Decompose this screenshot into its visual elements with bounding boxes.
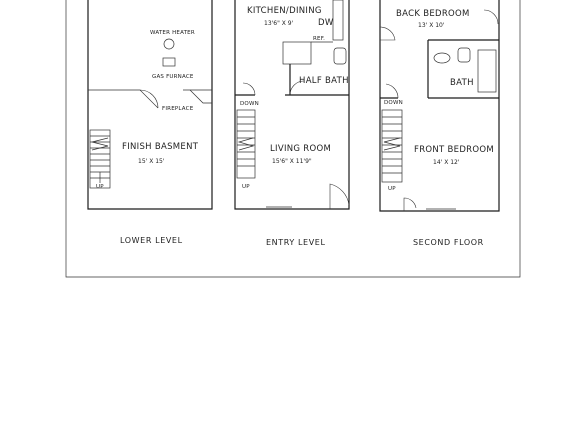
second-stair-down-label: DOWN (384, 100, 403, 106)
entry-level-walls (234, 0, 350, 210)
stair-closet-door (403, 197, 417, 211)
front-door-swing (329, 183, 350, 209)
second-floor-plan: BACK BEDROOM 13' X 10' BATH DOWN FRONT B… (379, 0, 500, 247)
dishwasher-label: DW (318, 18, 334, 28)
entry-level-title: ENTRY LEVEL (266, 238, 326, 247)
second-floor-stairs (381, 109, 403, 183)
gas-furnace-symbol (162, 57, 176, 67)
lower-level-title: LOWER LEVEL (120, 236, 183, 245)
second-stair-up-label: UP (388, 186, 396, 192)
front-bedroom-door-arc (385, 83, 399, 99)
finish-basement-label: FINISH BASMENT (122, 142, 199, 152)
second-floor-walls (379, 0, 500, 212)
back-bedroom-label: BACK BEDROOM (396, 9, 470, 19)
front-bedroom-dimensions: 14' X 12' (433, 159, 460, 166)
bath-toilet-symbol (457, 47, 471, 63)
gas-furnace-label: GAS FURNACE (152, 74, 194, 80)
front-bedroom-label: FRONT BEDROOM (414, 145, 494, 155)
sink-symbol (433, 52, 451, 64)
half-bath-door (289, 80, 305, 96)
refrigerator-label: REF. (313, 36, 325, 42)
kitchen-counter (332, 0, 344, 41)
lower-stairs (89, 129, 111, 189)
bath-label: BATH (450, 78, 474, 88)
toilet-symbol (333, 47, 347, 65)
kitchen-island (282, 41, 312, 65)
water-heater-label: WATER HEATER (150, 30, 195, 36)
living-room-label: LIVING ROOM (270, 144, 331, 154)
kitchen-dining-label: KITCHEN/DINING (247, 6, 322, 16)
lower-level-walls (87, 0, 213, 210)
entry-stair-down-label: DOWN (240, 101, 259, 107)
entry-level-plan: KITCHEN/DINING 13'6" X 9' DW REF. HALF B… (234, 0, 350, 247)
fireplace-symbol (189, 89, 212, 104)
half-bath-label: HALF BATH (299, 76, 349, 86)
closet-door-arc (379, 26, 396, 41)
second-floor-title: SECOND FLOOR (413, 238, 484, 247)
lower-level-plan: WATER HEATER GAS FURNACE FIREPLACE FINIS… (87, 0, 213, 245)
page-frame (65, 0, 521, 278)
water-heater-symbol (163, 38, 175, 50)
living-room-dimensions: 15'6" X 11'9" (272, 158, 312, 165)
fireplace-label: FIREPLACE (162, 106, 194, 112)
kitchen-dining-dimensions: 13'6" X 9' (264, 20, 294, 27)
lower-stair-up-label: UP (96, 184, 104, 190)
back-bedroom-door-arc (483, 9, 499, 25)
entry-stairs (236, 109, 256, 179)
basement-door-swing (139, 89, 159, 109)
finish-basement-dimensions: 15' X 15' (138, 158, 165, 165)
entry-stair-up-label: UP (242, 184, 250, 190)
entry-opening-arc (242, 82, 256, 96)
back-bedroom-dimensions: 13' X 10' (418, 22, 445, 29)
bathtub-symbol (477, 49, 497, 93)
